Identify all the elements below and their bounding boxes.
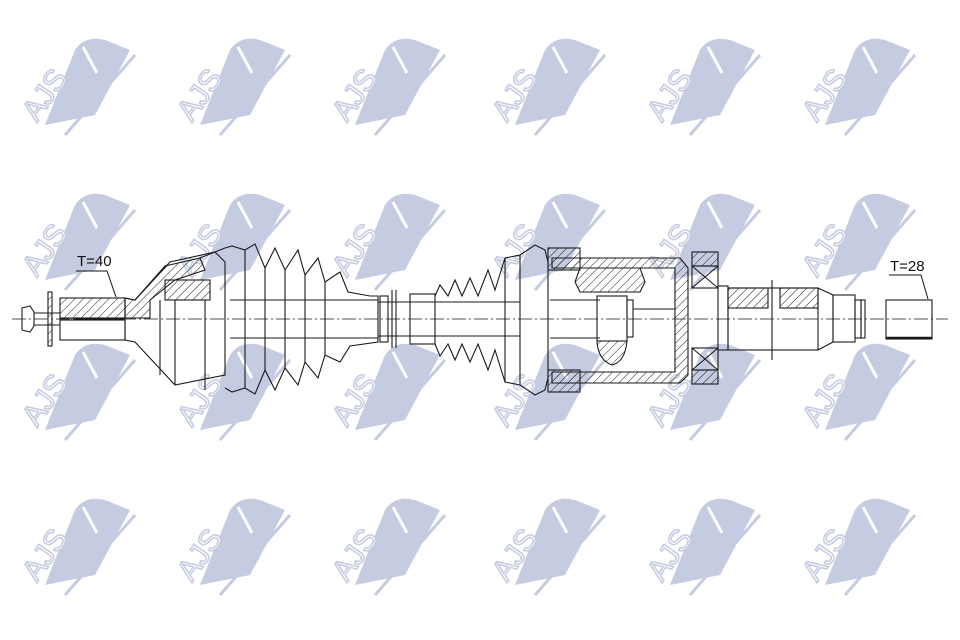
ajs-parts-watermark-icon <box>324 497 447 597</box>
ajs-parts-watermark-icon <box>324 37 447 137</box>
ajs-parts-watermark-icon <box>639 192 762 292</box>
ajs-parts-watermark-icon <box>484 37 607 137</box>
ajs-parts-watermark-icon <box>639 497 762 597</box>
watermark-layer <box>14 37 917 597</box>
ajs-parts-watermark-icon <box>794 342 917 442</box>
ajs-parts-watermark-icon <box>169 37 292 137</box>
ajs-parts-watermark-icon <box>169 342 292 442</box>
spline-labels: T=40 T=28 <box>76 253 929 300</box>
ajs-parts-watermark-icon <box>484 342 607 442</box>
shaft-drawing <box>12 243 948 396</box>
ajs-parts-watermark-icon <box>14 342 137 442</box>
ajs-parts-watermark-icon <box>324 342 447 442</box>
left-spline-label: T=40 <box>77 253 112 270</box>
ajs-parts-watermark-icon <box>14 37 137 137</box>
ajs-parts-watermark-icon <box>169 497 292 597</box>
ajs-parts-watermark-icon <box>324 192 447 292</box>
ajs-parts-watermark-icon <box>794 497 917 597</box>
ajs-parts-watermark-icon <box>14 497 137 597</box>
ajs-parts-watermark-icon <box>794 192 917 292</box>
ajs-parts-watermark-icon <box>14 192 137 292</box>
ajs-parts-watermark-icon <box>639 342 762 442</box>
right-spline-label: T=28 <box>890 258 925 275</box>
ajs-parts-watermark-icon <box>639 37 762 137</box>
ajs-parts-watermark-icon <box>794 37 917 137</box>
ajs-parts-watermark-icon <box>484 497 607 597</box>
left-bolt <box>21 291 60 347</box>
